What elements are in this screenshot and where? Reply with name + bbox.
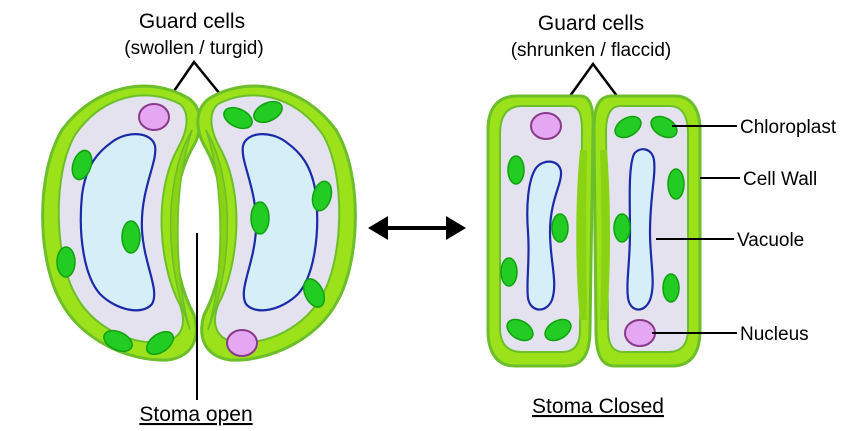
inner-wall-thickening bbox=[600, 150, 610, 320]
chloroplast bbox=[103, 329, 133, 353]
chloroplast bbox=[507, 155, 525, 185]
chloroplast bbox=[500, 257, 518, 287]
chloroplast bbox=[56, 246, 76, 278]
chloroplast bbox=[551, 213, 569, 243]
chloroplast bbox=[302, 278, 326, 308]
double-arrow-icon bbox=[368, 216, 466, 240]
right-title-pointer bbox=[568, 61, 618, 97]
left-guard-cell-left bbox=[41, 84, 202, 362]
right-title-line2: (shrunken / flaccid) bbox=[511, 40, 672, 61]
chloroplast bbox=[145, 330, 175, 356]
left-guard-cell-right bbox=[196, 84, 357, 362]
chloroplast bbox=[650, 115, 678, 139]
chloroplast bbox=[662, 273, 680, 303]
nucleus bbox=[226, 329, 258, 357]
left-caption: Stoma open bbox=[139, 403, 252, 426]
right-guard-cell-left bbox=[486, 94, 595, 368]
vacuole bbox=[526, 160, 563, 311]
chloroplast bbox=[71, 149, 93, 181]
nucleus bbox=[138, 103, 170, 131]
chloroplast bbox=[253, 100, 283, 124]
vacuole bbox=[626, 148, 656, 311]
label-cell-wall: Cell Wall bbox=[743, 169, 817, 190]
inner-wall-thickening bbox=[576, 150, 587, 320]
chloroplast bbox=[223, 106, 253, 130]
right-guard-cell-right bbox=[592, 94, 702, 368]
label-chloroplast: Chloroplast bbox=[740, 117, 837, 138]
left-title-line2: (swollen / turgid) bbox=[124, 38, 263, 59]
chloroplast bbox=[250, 201, 270, 235]
label-vacuole: Vacuole bbox=[737, 230, 804, 251]
vacuole bbox=[79, 133, 157, 312]
chloroplast bbox=[614, 115, 642, 139]
right-title-line1: Guard cells bbox=[538, 12, 644, 35]
chloroplast bbox=[544, 318, 572, 342]
chloroplast bbox=[506, 318, 534, 342]
right-caption: Stoma Closed bbox=[532, 395, 664, 418]
left-title-pointer bbox=[170, 59, 221, 95]
left-title-line1: Guard cells bbox=[139, 10, 245, 33]
chloroplast bbox=[613, 213, 631, 243]
nucleus bbox=[530, 112, 562, 140]
chloroplast bbox=[311, 180, 333, 212]
inner-wall-thickening bbox=[169, 129, 193, 331]
chloroplast bbox=[121, 220, 141, 254]
chloroplast bbox=[667, 168, 685, 200]
label-nucleus: Nucleus bbox=[740, 324, 809, 345]
nucleus bbox=[624, 319, 656, 347]
inner-wall-thickening bbox=[205, 129, 229, 331]
